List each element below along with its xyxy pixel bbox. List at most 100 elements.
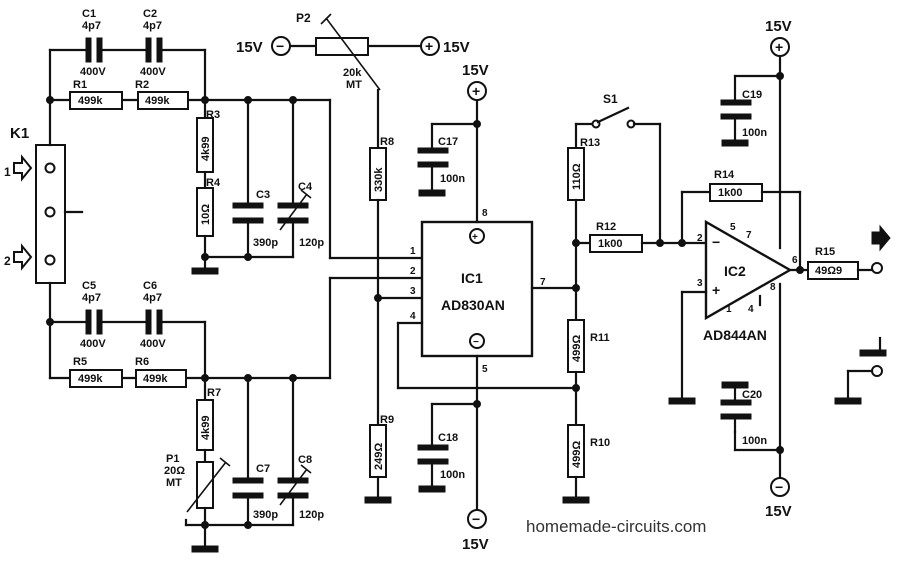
- r1-ref: R1: [73, 79, 87, 91]
- plus-icon: +: [712, 282, 720, 298]
- capacitor-c2: C2 4p7 400V: [140, 8, 166, 78]
- supply-ic1-bottom: − 15V: [462, 509, 489, 553]
- capacitor-c18: C18 100n: [417, 432, 465, 481]
- r2-ref: R2: [135, 79, 149, 91]
- input-arrow-icon: [13, 154, 33, 182]
- resistor-r11: 499Ω R11: [567, 319, 610, 373]
- r9-ref: R9: [380, 414, 394, 426]
- r14-value: 1k00: [718, 187, 742, 199]
- resistor-r3: 4k99 R3: [196, 109, 220, 173]
- c3-ref: C3: [256, 189, 270, 201]
- ic2-pin5: 5: [730, 222, 736, 233]
- r9-value: 249Ω: [373, 443, 385, 470]
- supply-ic1-top-label: 15V: [462, 62, 489, 79]
- c8-ref: C8: [298, 454, 312, 466]
- resistor-r15: 49Ω9 R15: [807, 246, 859, 280]
- r11-ref: R11: [590, 332, 610, 344]
- resistor-r14: 1k00 R14: [709, 169, 763, 202]
- plus-circle-icon: +: [472, 83, 480, 99]
- c1-rating: 400V: [80, 66, 106, 78]
- switch-s1[interactable]: S1: [591, 92, 636, 129]
- p1-value: 20Ω: [164, 465, 185, 477]
- p1-type: MT: [166, 477, 182, 489]
- minus-icon: −: [473, 337, 479, 348]
- c1-value: 4p7: [82, 20, 101, 32]
- r12-value: 1k00: [598, 238, 622, 250]
- minus-circle-icon: −: [775, 479, 783, 495]
- ground-symbol: [721, 139, 749, 147]
- c2-ref: C2: [143, 8, 157, 20]
- r3-value: 4k99: [200, 137, 212, 161]
- r5-value: 499k: [78, 373, 103, 385]
- r3-ref: R3: [206, 109, 220, 121]
- output-terminal[interactable]: [871, 262, 883, 274]
- ground-symbol: [418, 485, 446, 493]
- c18-value: 100n: [440, 469, 465, 481]
- c6-value: 4p7: [143, 292, 162, 304]
- capacitor-c1: C1 4p7 400V: [80, 8, 106, 78]
- supply-ic2-bottom-label: 15V: [765, 503, 792, 520]
- ic2-ad844an: IC2 − + 2 3 4 5 6 7 8 1 AD844AN: [697, 219, 798, 343]
- ic2-pin6: 6: [792, 255, 798, 266]
- r8-value: 330k: [373, 167, 385, 192]
- ic2-ref: IC2: [724, 263, 746, 279]
- ground-symbol: [668, 397, 696, 405]
- k1-pin2-label: 2: [4, 254, 11, 268]
- ic2-pin7: 7: [746, 230, 752, 241]
- resistor-r12: 1k00 R12: [589, 221, 643, 253]
- resistor-r13: 110Ω R13: [567, 137, 600, 201]
- r15-ref: R15: [815, 246, 835, 258]
- c19-value: 100n: [742, 127, 767, 139]
- capacitor-c5: C5 4p7 400V: [80, 280, 106, 350]
- resistor-r1: 499k R1: [69, 79, 123, 110]
- ground-symbol: [191, 267, 219, 275]
- resistor-r2: 499k R2: [135, 79, 189, 110]
- supply-neg-left: − 15V: [236, 36, 291, 56]
- supply-pos-right-label: 15V: [443, 39, 470, 56]
- r4-value: 10Ω: [200, 204, 212, 225]
- supply-ic2-bottom: − 15V: [765, 477, 792, 520]
- capacitor-c7: C7 390p: [232, 463, 278, 521]
- c2-rating: 400V: [140, 66, 166, 78]
- ground-symbol: [364, 496, 392, 504]
- ic2-pin8: 8: [770, 282, 776, 293]
- ground-symbol: [418, 189, 446, 197]
- r13-value: 110Ω: [571, 163, 583, 190]
- c17-value: 100n: [440, 173, 465, 185]
- r5-ref: R5: [73, 356, 87, 368]
- plus-icon: +: [472, 232, 478, 243]
- k1-pin1-label: 1: [4, 165, 11, 179]
- ic1-pin1: 1: [410, 246, 416, 257]
- capacitor-c19: C19 100n: [720, 89, 767, 139]
- ic1-ref: IC1: [461, 270, 483, 286]
- r7-value: 4k99: [200, 416, 212, 440]
- p2-value: 20k: [343, 67, 362, 79]
- c6-rating: 400V: [140, 338, 166, 350]
- ic2-part: AD844AN: [703, 327, 767, 343]
- r10-value: 499Ω: [571, 441, 583, 468]
- capacitor-c3: C3 390p: [232, 189, 278, 249]
- c4-value: 120p: [299, 237, 324, 249]
- ground-symbol: [191, 545, 219, 553]
- r15-value: 49Ω9: [815, 265, 842, 277]
- r8-ref: R8: [380, 136, 394, 148]
- supply-neg-left-label: 15V: [236, 39, 263, 56]
- output-arrow-icon: [871, 224, 891, 252]
- input-arrow-icon: [13, 243, 33, 271]
- capacitor-c20: C20 100n: [720, 389, 767, 447]
- potentiometer-p2: P2 20k MT: [296, 11, 381, 91]
- r1-value: 499k: [78, 95, 103, 107]
- r11-value: 499Ω: [571, 335, 583, 362]
- c3-value: 390p: [253, 237, 278, 249]
- c18-ref: C18: [438, 432, 458, 444]
- ic2-pin4: 4: [748, 304, 754, 315]
- plus-circle-icon: +: [775, 39, 783, 55]
- r6-ref: R6: [135, 356, 149, 368]
- potentiometer-p1: P1 20Ω MT: [164, 453, 231, 513]
- resistor-r9: 249Ω R9: [369, 414, 394, 478]
- p2-type: MT: [346, 79, 362, 91]
- watermark: homemade-circuits.com: [526, 517, 706, 536]
- ground-symbol: [562, 496, 590, 504]
- resistor-r6: 499k R6: [135, 356, 187, 388]
- c8-value: 120p: [299, 509, 324, 521]
